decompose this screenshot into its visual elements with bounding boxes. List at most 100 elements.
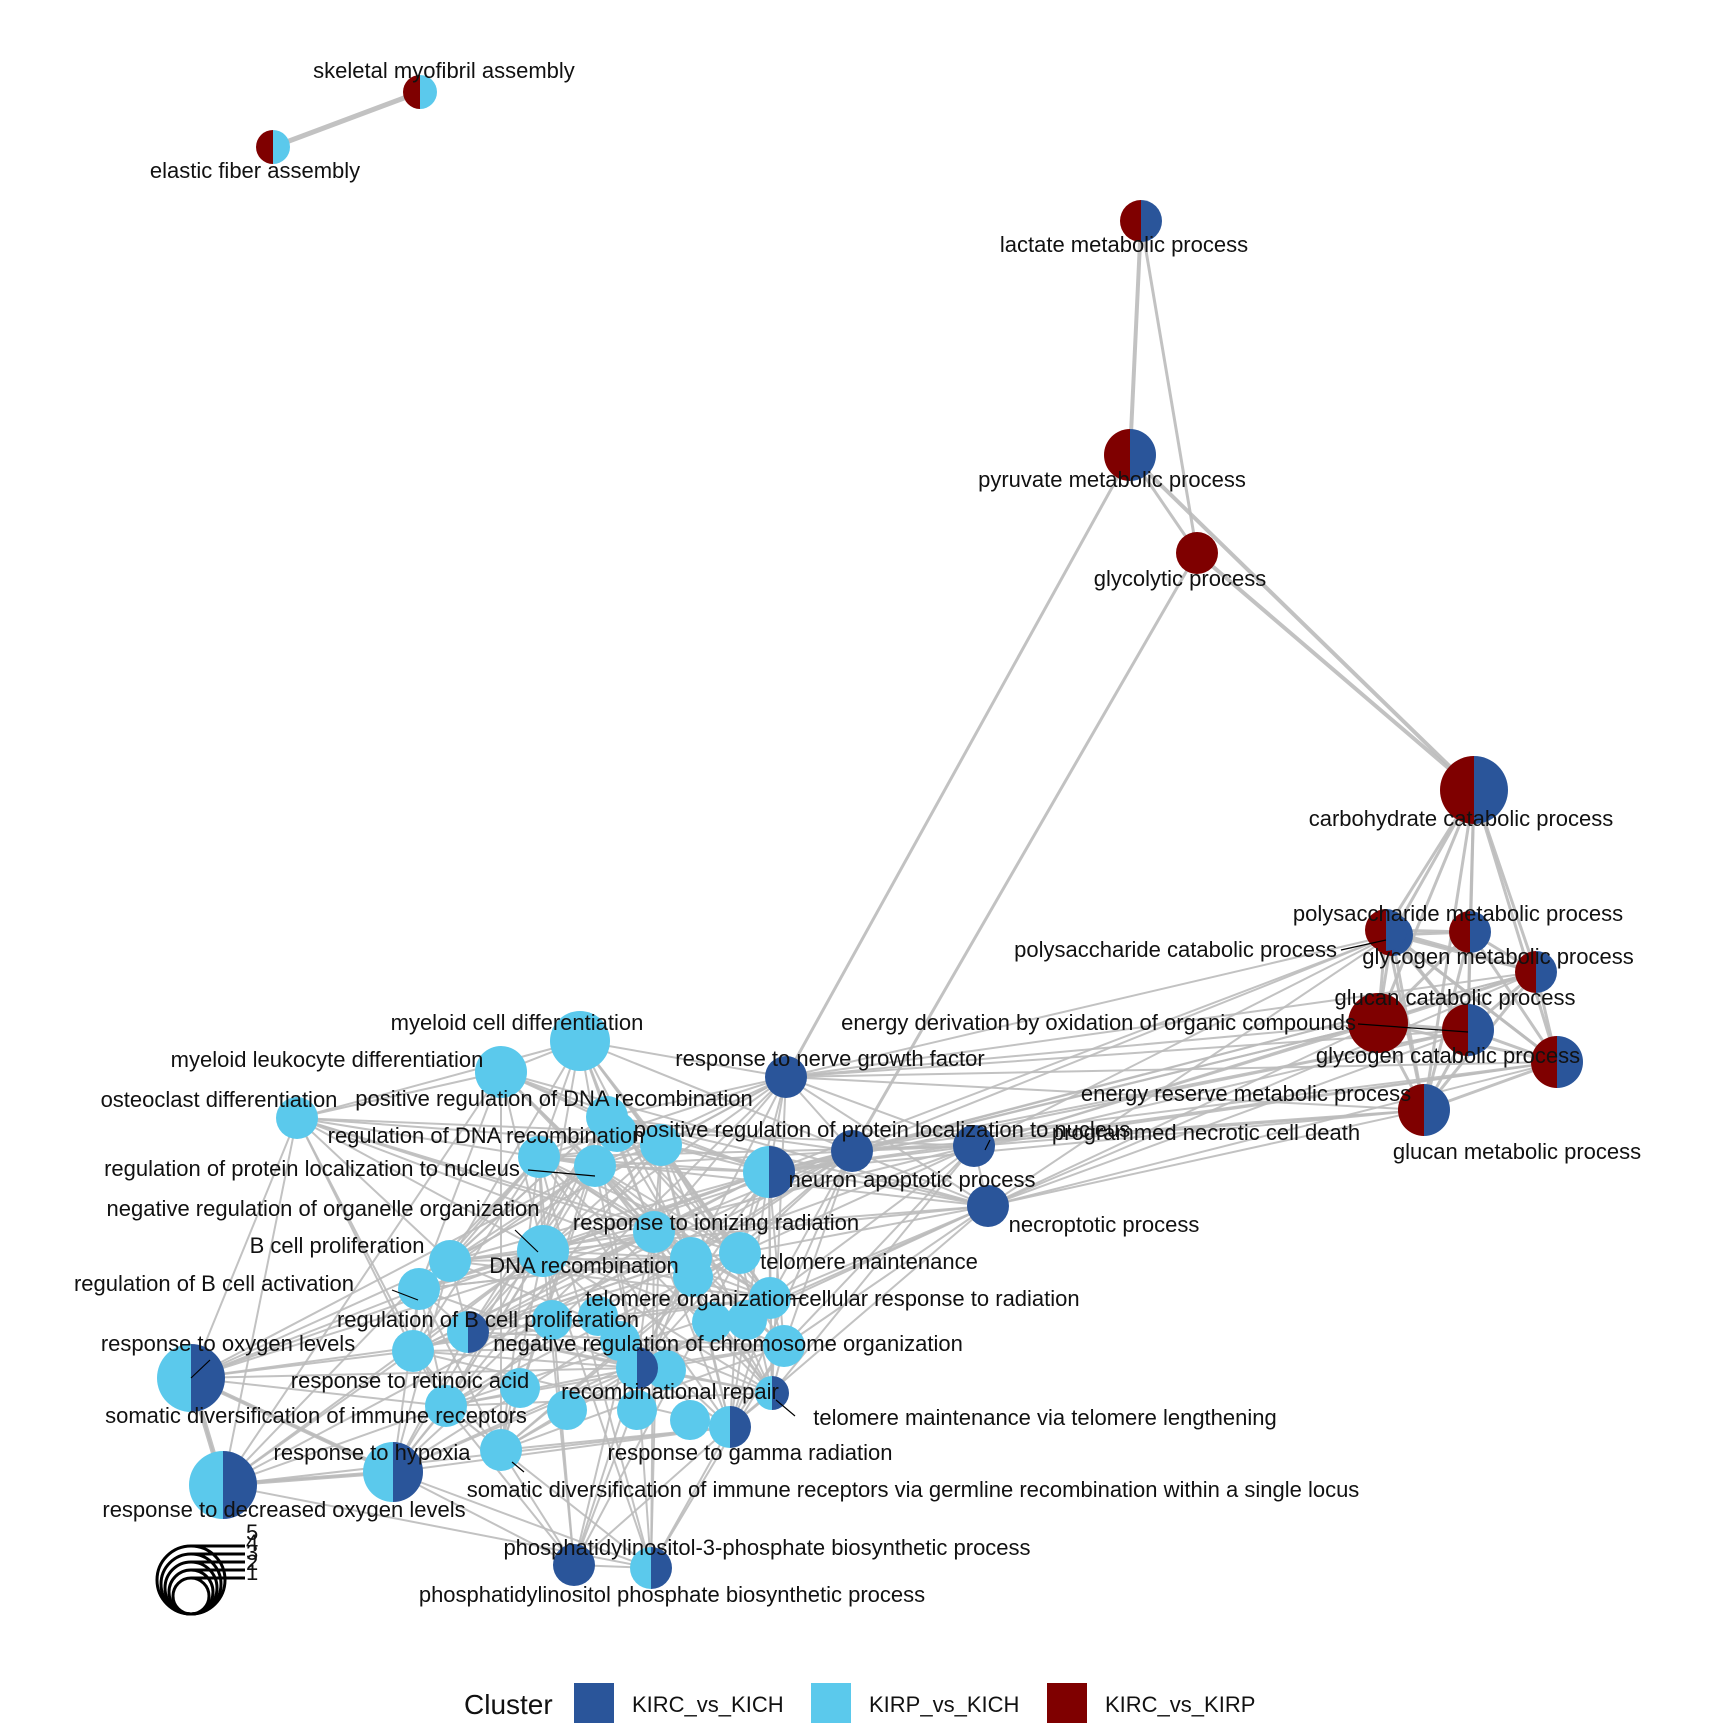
node-regdna[interactable]: [640, 1124, 682, 1166]
node-slice-nerve-0: [765, 1056, 807, 1098]
node-hypoxia[interactable]: [363, 1442, 423, 1502]
node-somatic[interactable]: [425, 1385, 467, 1427]
node-cellrad[interactable]: [749, 1277, 791, 1319]
node-negorg[interactable]: [518, 1136, 560, 1178]
leader-polycat: [1340, 939, 1387, 951]
node-slice-regdna-0: [640, 1124, 682, 1166]
node-slice-energyres-0: [1531, 1036, 1557, 1088]
node-pyruvate[interactable]: [1104, 429, 1156, 481]
node-label-telleng: telomere maintenance via telomere length…: [813, 1405, 1277, 1430]
edge-neuron-myeleuk: [500, 1071, 770, 1173]
node-skeletal[interactable]: [403, 75, 437, 109]
edge-myeloid-bprolif: [449, 1040, 581, 1262]
edge-nerve-energyres: [785, 1061, 1558, 1078]
edge-neuron-energyres: [768, 1061, 1558, 1173]
node-lactate[interactable]: [1120, 200, 1162, 242]
edge-regbact-oxygen: [190, 1288, 420, 1379]
node-carbcat[interactable]: [1440, 756, 1508, 824]
edge-neuron-glucancat: [768, 971, 1537, 1173]
node-slice-posprot-0: [831, 1130, 873, 1172]
node-regbact[interactable]: [398, 1268, 440, 1310]
edge-regbact-somgerm: [418, 1288, 502, 1451]
node-slice-skeletal-1: [420, 75, 437, 109]
node-gamma[interactable]: [709, 1406, 751, 1448]
node-regbprolif[interactable]: [447, 1311, 489, 1353]
node-slice-pyruvate-0: [1104, 429, 1130, 481]
node-glucancat[interactable]: [1515, 951, 1557, 993]
unlabeled-node-8: [670, 1400, 710, 1440]
edge-posprot-negchrom: [783, 1150, 853, 1347]
node-telmaint[interactable]: [719, 1232, 761, 1274]
node-glycogencat[interactable]: [1442, 1004, 1494, 1056]
node-slice-regbact-0: [398, 1268, 440, 1310]
edge-hypoxia-pi3p: [392, 1471, 575, 1566]
edge-glycogenmeta-energyres: [1468, 931, 1559, 1063]
node-slice-negchrom-0: [763, 1325, 805, 1367]
node-retinoic[interactable]: [392, 1330, 434, 1372]
node-slice-pi3p-0: [553, 1544, 595, 1586]
node-slice-myeleuk-0: [475, 1046, 527, 1098]
edge-somatic-pip: [445, 1405, 652, 1569]
edge-pyruvate-carbcat: [1128, 453, 1476, 792]
node-telorg[interactable]: [670, 1237, 712, 1279]
node-energyderiv[interactable]: [1348, 993, 1408, 1053]
node-slice-posdna-0: [586, 1096, 628, 1138]
node-nerve[interactable]: [765, 1056, 807, 1098]
node-label-neuron: neuron apoptotic process: [788, 1167, 1035, 1192]
edge-necroptotic-posprot: [851, 1150, 989, 1207]
node-oxygen[interactable]: [157, 1344, 225, 1412]
node-label-myeleuk: myeloid leukocyte differentiation: [171, 1047, 484, 1072]
node-dnarec[interactable]: [517, 1225, 569, 1277]
legend-label-kirc-kich: KIRC_vs_KICH: [632, 1692, 784, 1717]
node-elastic[interactable]: [256, 130, 290, 164]
node-posprot[interactable]: [831, 1130, 873, 1172]
node-bprolif[interactable]: [429, 1240, 471, 1282]
node-decoxy[interactable]: [189, 1451, 257, 1519]
node-necrotic[interactable]: [953, 1125, 995, 1167]
node-glycogenmeta[interactable]: [1449, 911, 1491, 953]
node-pip[interactable]: [630, 1547, 672, 1589]
node-ionizing[interactable]: [633, 1211, 675, 1253]
node-posdna[interactable]: [586, 1096, 628, 1138]
legend-swatch-kirc-kich: [574, 1683, 614, 1723]
size-legend-label-1: 1: [246, 1560, 258, 1585]
node-somgerm[interactable]: [480, 1429, 522, 1471]
node-label-somatic: somatic diversification of immune recept…: [105, 1403, 527, 1428]
node-label-lactate: lactate metabolic process: [1000, 232, 1248, 257]
node-myeloid[interactable]: [550, 1011, 610, 1071]
edge-necrotic-nerve: [785, 1076, 975, 1147]
node-negchrom[interactable]: [763, 1325, 805, 1367]
node-slice-glucancat-1: [1536, 951, 1557, 993]
node-slice-somgerm-0: [480, 1429, 522, 1471]
node-myeleuk[interactable]: [475, 1046, 527, 1098]
edge-dnarec-cellrad: [542, 1250, 771, 1299]
node-necroptotic[interactable]: [967, 1185, 1009, 1227]
node-neuron[interactable]: [743, 1146, 795, 1198]
node-telleng[interactable]: [755, 1376, 789, 1410]
node-slice-negorg-0: [518, 1136, 560, 1178]
node-slice-gamma-0: [709, 1406, 730, 1448]
node-pi3p[interactable]: [553, 1544, 595, 1586]
network-nodes: [157, 75, 1583, 1589]
edge-posprot-posdna: [606, 1116, 853, 1152]
node-glycolytic[interactable]: [1176, 532, 1218, 574]
node-slice-oxygen-0: [157, 1344, 191, 1412]
node-glucanmeta[interactable]: [1398, 1084, 1450, 1136]
legend-label-kirc-kirp: KIRC_vs_KIRP: [1105, 1692, 1255, 1717]
edge-glycolytic-posprot: [850, 552, 1199, 1152]
node-label-oxygen: response to oxygen levels: [101, 1331, 355, 1356]
node-slice-neuron-1: [769, 1146, 795, 1198]
node-slice-glycogencat-1: [1468, 1004, 1494, 1056]
node-osteo[interactable]: [276, 1097, 318, 1139]
edge-ionizing-hypoxia: [392, 1231, 655, 1473]
node-regprot[interactable]: [574, 1145, 616, 1187]
node-polycat[interactable]: [1365, 909, 1407, 951]
node-energyres[interactable]: [1531, 1036, 1583, 1088]
edge-polycat-energyres: [1385, 928, 1558, 1064]
node-slice-telorg-0: [670, 1237, 712, 1279]
edge-negorg-telmaint: [538, 1156, 741, 1254]
edge-osteo-negorg: [296, 1117, 540, 1158]
node-slice-somatic-0: [425, 1385, 467, 1427]
edge-skeletal-elastic: [272, 89, 421, 150]
node-recrepair[interactable]: [616, 1347, 658, 1389]
